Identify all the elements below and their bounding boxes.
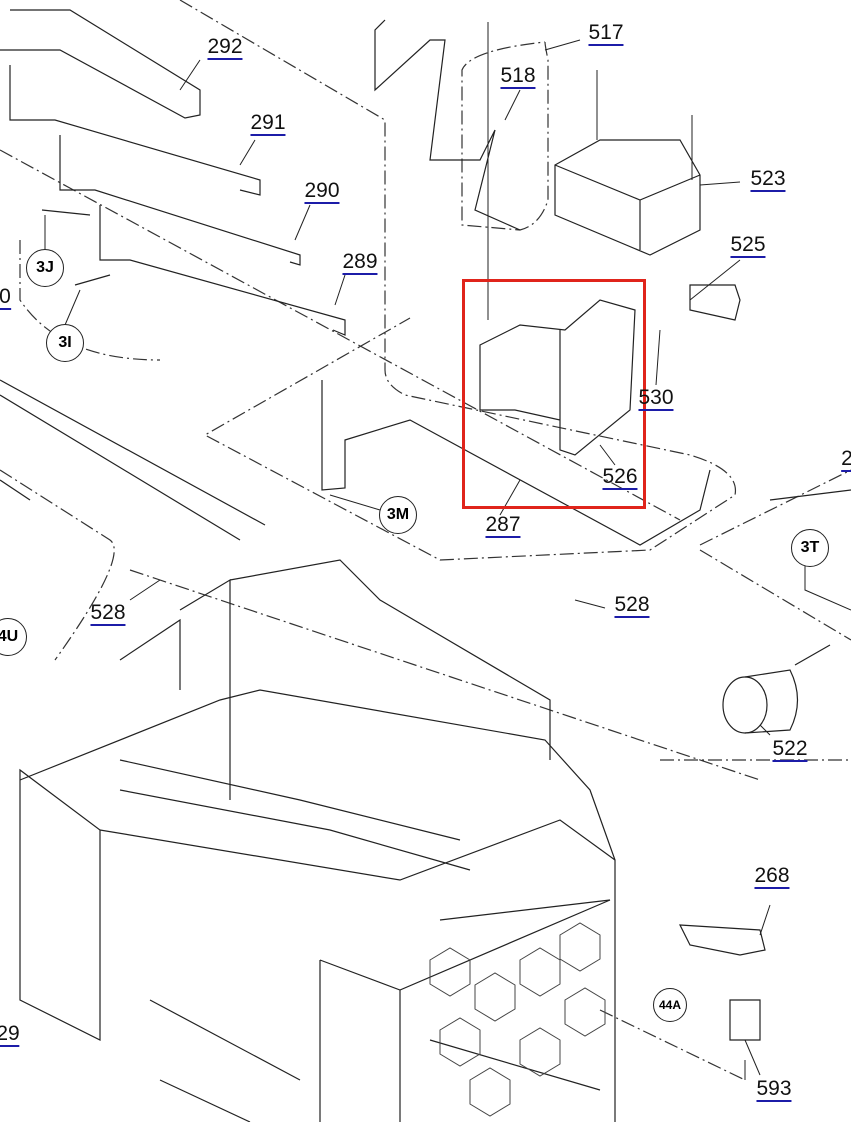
part-526 xyxy=(479,299,636,456)
part-label-517[interactable]: 517 xyxy=(588,21,624,46)
callout-44A: 44A xyxy=(653,988,687,1022)
part-label-528-right[interactable]: 528 xyxy=(614,593,650,618)
part-label-0-partial[interactable]: 0 xyxy=(0,285,11,310)
part-label-518[interactable]: 518 xyxy=(500,64,536,89)
part-label-289[interactable]: 289 xyxy=(342,250,378,275)
cable-287 xyxy=(321,380,711,546)
part-label-291[interactable]: 291 xyxy=(250,111,286,136)
callout-3J: 3J xyxy=(26,249,64,287)
part-label-287[interactable]: 287 xyxy=(485,513,521,538)
part-label-525[interactable]: 525 xyxy=(730,233,766,258)
callout-3M: 3M xyxy=(379,496,417,534)
highlight-box xyxy=(462,279,646,509)
part-label-290[interactable]: 290 xyxy=(304,179,340,204)
part-523 xyxy=(554,139,701,256)
assembly-boundaries xyxy=(0,0,851,1081)
part-label-526[interactable]: 526 xyxy=(602,465,638,490)
part-label-292[interactable]: 292 xyxy=(207,35,243,60)
part-label-530[interactable]: 530 xyxy=(638,386,674,411)
part-label-528-left[interactable]: 528 xyxy=(90,601,126,626)
part-label-268[interactable]: 268 xyxy=(754,864,790,889)
part-label-593[interactable]: 593 xyxy=(756,1077,792,1102)
part-525 xyxy=(689,284,741,321)
part-522 xyxy=(722,676,768,734)
part-label-2-partial[interactable]: 2 xyxy=(841,447,851,472)
flat-cables xyxy=(0,9,346,541)
hex-panel xyxy=(429,922,606,1117)
parts-268-593 xyxy=(678,924,766,1041)
callout-3I: 3I xyxy=(46,324,84,362)
part-517 xyxy=(374,19,521,231)
part-label-522[interactable]: 522 xyxy=(772,737,808,762)
part-label-29-partial[interactable]: 29 xyxy=(0,1023,20,1047)
main-frame xyxy=(19,559,616,1122)
part-label-523[interactable]: 523 xyxy=(750,167,786,192)
callout-3T: 3T xyxy=(791,529,829,567)
